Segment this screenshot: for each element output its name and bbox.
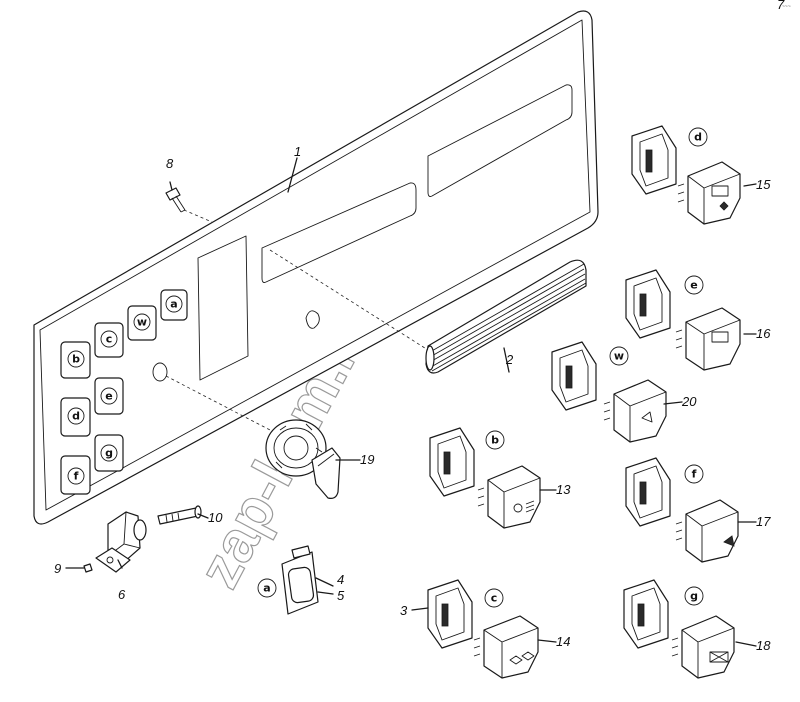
corner-mark: ~~~: [782, 4, 791, 10]
panel-key-g-label: g: [105, 447, 113, 460]
rocker-switch-c: [427, 579, 539, 679]
panel-key-f: f: [60, 455, 91, 495]
rocker-switch-d: [631, 125, 741, 225]
callout-13: 13: [556, 482, 571, 497]
bolt: [157, 505, 202, 525]
callout-17: 17: [756, 514, 771, 529]
panel-key-e: e: [94, 377, 124, 415]
callout-19: 19: [360, 452, 374, 467]
rocker-switch-b: [429, 427, 541, 529]
panel-key-w-label: w: [137, 316, 147, 329]
panel-key-a: a: [160, 289, 188, 321]
panel-key-d: d: [60, 397, 91, 437]
marker-d: d: [688, 127, 708, 147]
marker-c: c: [484, 588, 504, 608]
callout-15: 15: [756, 177, 771, 192]
callout-6: 6: [118, 587, 126, 602]
panel-key-e-label: e: [105, 390, 112, 403]
callout-5: 5: [337, 588, 345, 603]
rocker-switch-e: [625, 269, 741, 371]
instrument-panel: [33, 10, 599, 525]
marker-g-label: g: [690, 590, 698, 603]
rocker-switch-f: [625, 457, 739, 563]
marker-g: g: [684, 586, 704, 606]
ignition-switch: [265, 419, 341, 499]
marker-e: e: [684, 275, 704, 295]
panel-key-d-label: d: [72, 410, 80, 423]
small-switch-a: [281, 545, 319, 615]
callout-20: 20: [681, 394, 697, 409]
rocker-switch-g: [623, 579, 735, 679]
marker-d-label: d: [694, 131, 702, 144]
marker-b-label: b: [491, 434, 499, 447]
callout-numbers: 1 2 3 4 5 6 7 8 9 10 13 14 15 16 17 18 1…: [54, 0, 785, 653]
callout-16: 16: [756, 326, 771, 341]
marker-w-label: w: [614, 350, 624, 363]
leader-lines: [65, 157, 757, 647]
panel-key-c-label: c: [106, 333, 113, 346]
nut: [83, 563, 93, 573]
callout-10: 10: [208, 510, 223, 525]
panel-key-b: b: [60, 341, 91, 379]
callout-9: 9: [54, 561, 61, 576]
marker-a-label: a: [263, 582, 270, 595]
callout-2: 2: [505, 352, 514, 367]
panel-key-a-label: a: [170, 298, 177, 311]
panel-key-f-label: f: [74, 470, 79, 483]
panel-switch-grid: a w c b e d g: [60, 289, 188, 495]
marker-b: b: [485, 430, 505, 450]
callout-18: 18: [756, 638, 771, 653]
screw: [165, 187, 186, 213]
callout-4: 4: [337, 572, 344, 587]
callout-3: 3: [400, 603, 408, 618]
callout-14: 14: [556, 634, 570, 649]
callout-8: 8: [166, 156, 174, 171]
marker-a: a: [257, 578, 277, 598]
callout-7: 7: [777, 0, 785, 12]
mounting-bracket: [95, 511, 147, 573]
marker-f-label: f: [692, 468, 697, 481]
ribbed-cover-strip: [425, 259, 587, 374]
rocker-switch-w: [551, 341, 667, 443]
marker-f: f: [684, 464, 704, 484]
panel-key-w: w: [127, 305, 157, 341]
callout-1: 1: [294, 144, 301, 159]
panel-key-g: g: [94, 434, 124, 472]
marker-c-label: c: [491, 592, 498, 605]
marker-e-label: e: [690, 279, 697, 292]
marker-w: w: [609, 346, 629, 366]
switch-letter-markers: d e w b f c g a: [257, 127, 708, 608]
panel-key-c: c: [94, 322, 124, 358]
panel-key-b-label: b: [72, 353, 80, 366]
